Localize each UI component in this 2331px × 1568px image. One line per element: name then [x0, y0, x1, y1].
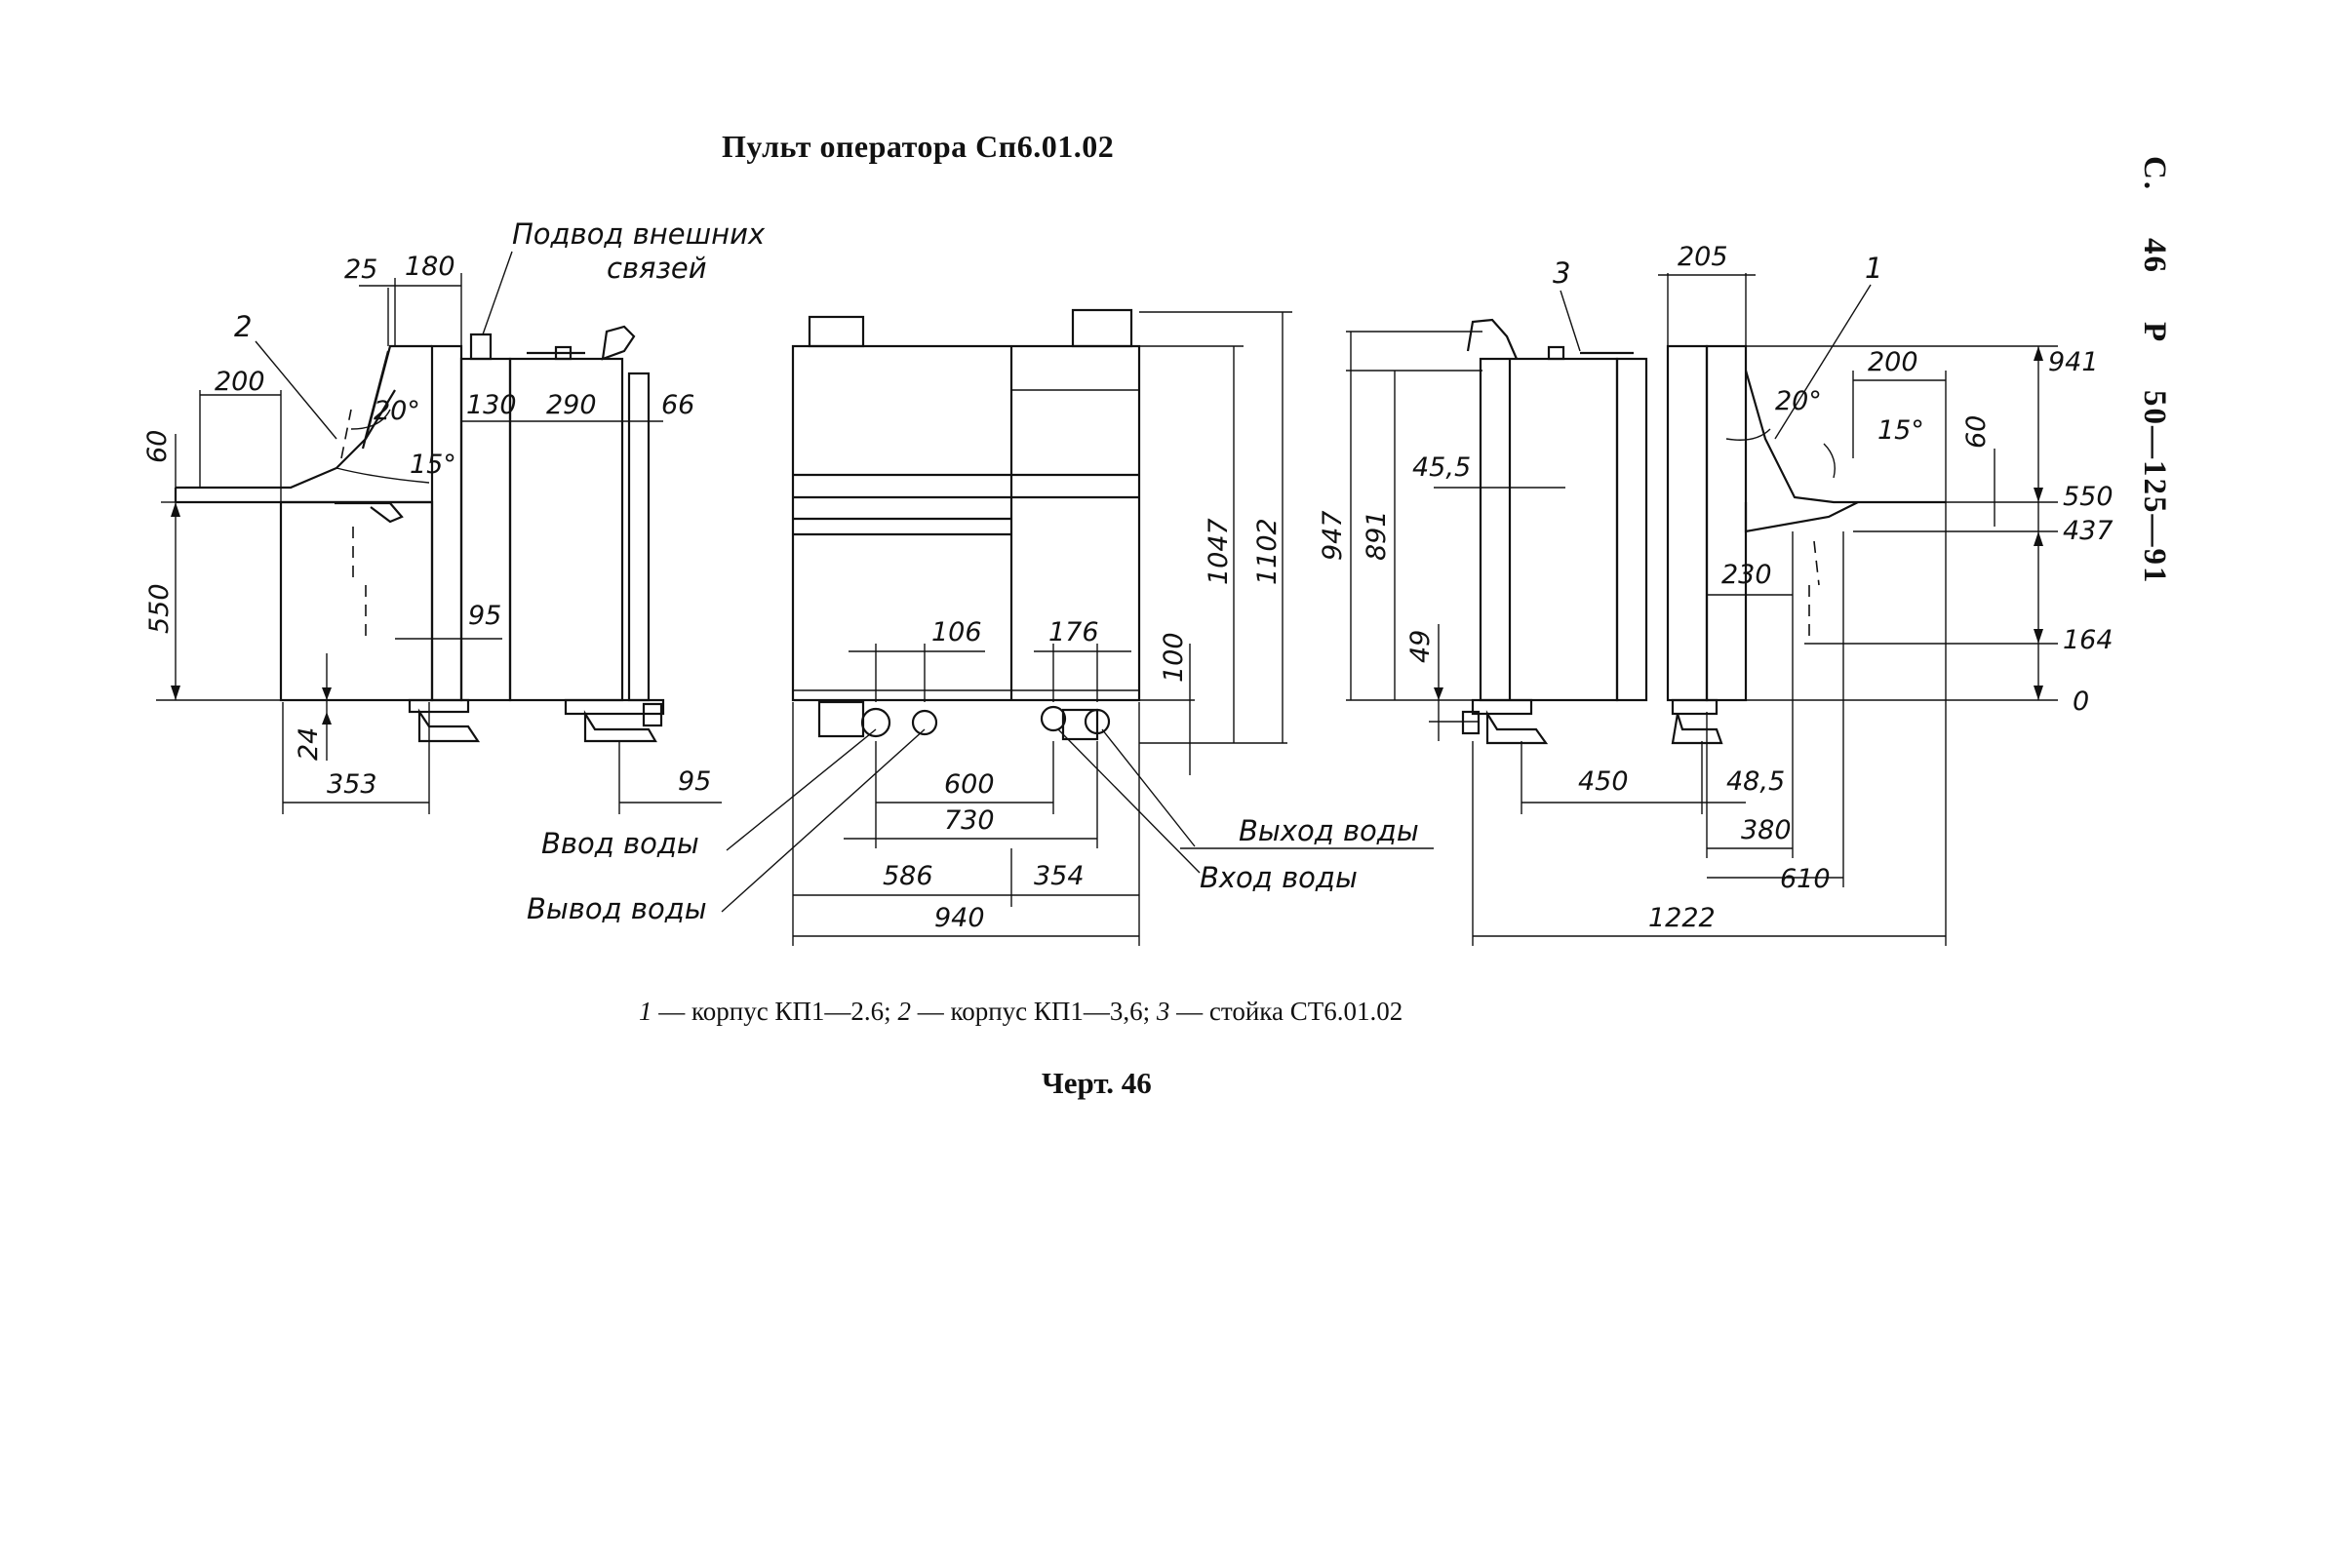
dim-95-upper: 95: [468, 601, 501, 631]
dim-600: 600: [944, 769, 995, 800]
dim-95-lower: 95: [678, 766, 711, 797]
dim-100: 100: [1159, 632, 1189, 683]
drawing-title: Пульт оператора Сп6.01.02: [722, 129, 1115, 164]
dim-66: 66: [661, 390, 694, 420]
page-ref-c: С.: [2137, 156, 2172, 192]
label-water-in-1: Ввод воды: [541, 827, 699, 860]
caption-part-1: — корпус КП1—2.6;: [652, 997, 898, 1026]
dim-49: 49: [1405, 630, 1436, 663]
dim-891: 891: [1362, 510, 1392, 561]
dim-354: 354: [1034, 861, 1085, 891]
page-ref-r: Р: [2137, 321, 2172, 343]
right-side-view: 205 947 891 45,5 49 20° 15° 200 60 230: [1318, 242, 2114, 946]
parts-caption: 1 — корпус КП1—2.6; 2 — корпус КП1—3,6; …: [639, 997, 1403, 1027]
angle-15-right: 15°: [1877, 415, 1924, 446]
dim-1102: 1102: [1252, 518, 1283, 585]
dim-176: 176: [1048, 617, 1099, 647]
label-supply-external: Подвод внешних: [512, 217, 766, 251]
caption-part-3: — стойка СТ6.01.02: [1169, 997, 1403, 1026]
angle-15-left: 15°: [410, 450, 456, 480]
dim-180: 180: [405, 252, 455, 282]
label-water-entry-2: Вход воды: [1200, 861, 1358, 894]
dim-25: 25: [344, 255, 377, 285]
dim-230: 230: [1721, 560, 1772, 590]
dim-60-right: 60: [1961, 415, 1992, 449]
dim-380: 380: [1741, 815, 1792, 845]
dim-200-left: 200: [215, 367, 265, 397]
dim-1047: 1047: [1204, 518, 1234, 585]
angle-20-left: 20°: [374, 396, 420, 426]
page-reference: С. 46 Р 50—125—91: [2136, 156, 2172, 622]
dim-205: 205: [1678, 242, 1728, 272]
height-941: 941: [2048, 347, 2099, 377]
height-550: 550: [2063, 482, 2114, 512]
dim-353: 353: [327, 769, 377, 800]
front-view: 1047 1102 100 106 176 600 730 586 354 94…: [527, 308, 1434, 946]
caption-num-2: 2: [897, 997, 911, 1026]
dim-24: 24: [294, 727, 324, 761]
height-164: 164: [2063, 625, 2114, 655]
part-label-1: 1: [1865, 252, 1882, 285]
height-437: 437: [2063, 516, 2114, 546]
dim-130: 130: [466, 390, 517, 420]
dim-200-right: 200: [1868, 347, 1918, 377]
label-water-out-1: Вывод воды: [527, 892, 707, 925]
dim-45-5: 45,5: [1412, 452, 1471, 483]
dim-550-left: 550: [144, 583, 175, 634]
caption-part-2: — корпус КП1—3,6;: [910, 997, 1157, 1026]
page-ref-number: 46: [2137, 238, 2172, 275]
height-0: 0: [2073, 686, 2089, 717]
caption-num-3: 3: [1156, 997, 1170, 1026]
dim-730: 730: [944, 805, 995, 836]
dim-290: 290: [546, 390, 597, 420]
figure-number: Черт. 46: [1042, 1066, 1152, 1100]
dim-586: 586: [883, 861, 933, 891]
dim-940: 940: [934, 903, 985, 933]
part-label-3: 3: [1553, 256, 1570, 290]
dim-48-5: 48,5: [1726, 766, 1785, 797]
label-supply-external-2: связей: [607, 252, 707, 285]
label-water-exit-2: Выход воды: [1239, 814, 1419, 847]
part-label-2: 2: [234, 310, 252, 343]
dim-947: 947: [1318, 510, 1348, 561]
dim-1222: 1222: [1648, 903, 1716, 933]
dim-610: 610: [1780, 864, 1831, 894]
dim-60-left: 60: [142, 430, 173, 463]
caption-num-1: 1: [639, 997, 652, 1026]
dim-450: 450: [1578, 766, 1629, 797]
page-ref-standard: 50—125—91: [2137, 390, 2172, 585]
left-side-view: 25 180 200 60 550 20° 15° 130 290 66 95: [142, 217, 766, 814]
dim-106: 106: [931, 617, 982, 647]
